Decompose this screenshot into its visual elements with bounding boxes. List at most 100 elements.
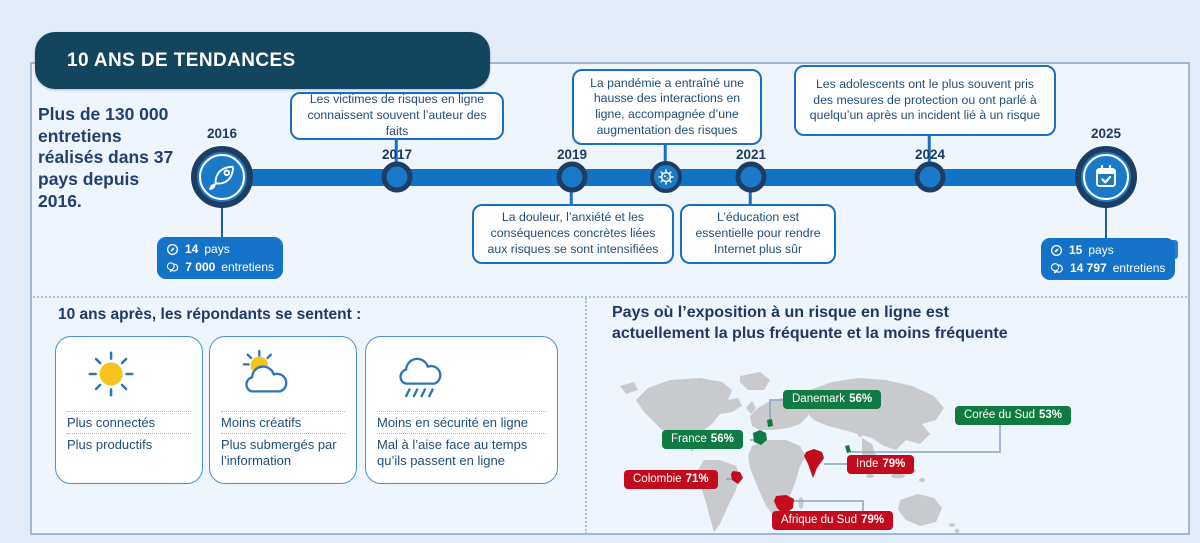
country-value: 53% (1038, 409, 1062, 421)
year-label-2024: 2024 (914, 147, 946, 162)
year-label-2025: 2025 (1090, 126, 1122, 141)
callout-adolescents: Les adolescents ont le plus souvent pris… (794, 65, 1056, 136)
badge-2016: 14 pays 7 000 entretiens (157, 237, 283, 279)
badge-interviews-row: 14 797 entretiens (1050, 261, 1166, 275)
marker-danemark (767, 419, 773, 427)
country-value: 56% (710, 433, 734, 445)
map-label-danemark: Danemark 56% (783, 390, 882, 409)
callout-victims: Les victimes de risques en ligne connais… (290, 92, 504, 140)
countries-value: 15 (1069, 243, 1083, 258)
feeling-line: Moins en sécurité en ligne (377, 411, 546, 433)
year-label-2017: 2017 (381, 147, 413, 162)
feeling-card-safety: Moins en sécurité en ligne Mal à l’aise … (365, 336, 558, 484)
country-value: 79% (882, 458, 906, 470)
country-markers (731, 419, 851, 515)
virus-icon (658, 169, 674, 185)
marker-inde (804, 449, 824, 478)
badge-2025: 15 pays 14 797 entretiens (1041, 238, 1175, 280)
country-name: Inde (856, 458, 879, 470)
compass-icon (166, 243, 179, 255)
country-value: 71% (685, 473, 709, 485)
country-value: 79% (861, 514, 885, 526)
label-connectors (726, 399, 1001, 511)
compass-icon (1050, 244, 1063, 256)
country-value: 56% (849, 393, 873, 405)
year-label-2021: 2021 (735, 147, 767, 162)
marker-afrique-du-sud (774, 495, 794, 515)
callout-pandemic-text: La pandémie a entraîné une hausse des in… (590, 75, 744, 137)
map-label-coree-du-sud: Corée du Sud 53% (955, 406, 1071, 425)
feeling-card-creative: Moins créatifs Plus submergés par l’info… (209, 336, 357, 484)
interviews-value: 14 797 (1070, 260, 1107, 275)
marker-coree-du-sud (845, 445, 851, 453)
badge-connector-2016 (221, 207, 223, 238)
country-name: Afrique du Sud (781, 514, 858, 526)
countries-value: 14 (185, 242, 199, 257)
callout-education-text: L’éducation est essentielle pour rendre … (695, 210, 821, 256)
feeling-line: Mal à l’aise face au temps qu’ils passen… (377, 432, 546, 471)
badge-interviews-row: 7 000 entretiens (166, 260, 274, 274)
world-map (620, 372, 1001, 533)
rain-cloud-icon (399, 357, 442, 398)
feeling-line: Plus submergés par l’information (221, 432, 345, 471)
timeline-node-2019 (556, 161, 588, 193)
sun-behind-cloud-icon (242, 349, 288, 393)
countries-label: pays (1088, 243, 1114, 258)
node-inner-ring (1083, 154, 1129, 200)
horizontal-divider (33, 296, 1187, 298)
badge-connector-2025 (1105, 207, 1107, 239)
map-label-france: France 56% (662, 430, 743, 449)
callout-pain: La douleur, l’anxiété et les conséquence… (472, 204, 674, 264)
country-name: France (671, 433, 707, 445)
callout-connector-adolescents (927, 134, 931, 163)
vertical-divider (585, 298, 587, 534)
card-lines: Plus connectés Plus productifs (67, 411, 191, 455)
badge-countries-row: 14 pays (166, 242, 274, 256)
map-label-colombie: Colombie 71% (624, 470, 718, 489)
interviews-label: entretiens (221, 259, 274, 274)
year-label-2019: 2019 (556, 147, 588, 162)
icon-wrap (392, 347, 557, 406)
chat-bubbles-icon (166, 262, 179, 272)
chat-bubbles-icon (1050, 262, 1063, 274)
section-banner: 10 ANS DE TENDANCES (35, 32, 490, 89)
map-section-title: Pays où l’exposition à un risque en lign… (612, 304, 1008, 342)
country-name: Corée du Sud (964, 409, 1035, 421)
badge-countries-row: 15 pays (1050, 243, 1166, 257)
callout-connector-victims (394, 138, 398, 164)
callout-victims-text: Les victimes de risques en ligne connais… (307, 92, 487, 138)
section-title: 10 ANS DE TENDANCES (67, 49, 296, 71)
timeline-node-2025 (1075, 146, 1137, 208)
callout-pandemic: La pandémie a entraîné une hausse des in… (572, 69, 762, 145)
callout-connector-pain (569, 191, 573, 205)
intro-text: Plus de 130 000 entretiens réalisés dans… (38, 104, 174, 211)
timeline-node-pandemic (650, 161, 682, 193)
card-lines: Moins en sécurité en ligne Mal à l’aise … (377, 411, 546, 471)
map-label-inde: Inde 79% (847, 455, 915, 474)
icon-wrap (236, 347, 356, 406)
feeling-line: Plus connectés (67, 411, 191, 433)
icon-wrap (82, 347, 202, 406)
feeling-card-connected: Plus connectés Plus productifs (55, 336, 203, 484)
node-inner-ring (199, 154, 245, 200)
country-name: Danemark (792, 393, 846, 405)
feeling-line: Moins créatifs (221, 411, 345, 433)
feelings-title: 10 ans après, les répondants se sentent … (58, 306, 362, 323)
interviews-value: 7 000 (185, 259, 216, 274)
callout-connector-pandemic (663, 143, 667, 163)
callout-education: L’éducation est essentielle pour rendre … (680, 204, 836, 264)
timeline-node-2017 (381, 161, 413, 193)
marker-colombie (731, 471, 743, 484)
card-lines: Moins créatifs Plus submergés par l’info… (221, 411, 345, 471)
marker-france (753, 430, 767, 445)
timeline-node-2016 (191, 146, 253, 208)
country-name: Colombie (633, 473, 682, 485)
year-label-2016: 2016 (206, 126, 238, 141)
timeline-node-2021 (735, 161, 767, 193)
sun-icon (88, 351, 134, 397)
callout-connector-education (748, 191, 752, 205)
map-label-afrique-du-sud: Afrique du Sud 79% (772, 511, 894, 530)
feeling-line: Plus productifs (67, 432, 191, 455)
callout-pain-text: La douleur, l’anxiété et les conséquence… (487, 210, 659, 256)
countries-label: pays (204, 242, 230, 257)
